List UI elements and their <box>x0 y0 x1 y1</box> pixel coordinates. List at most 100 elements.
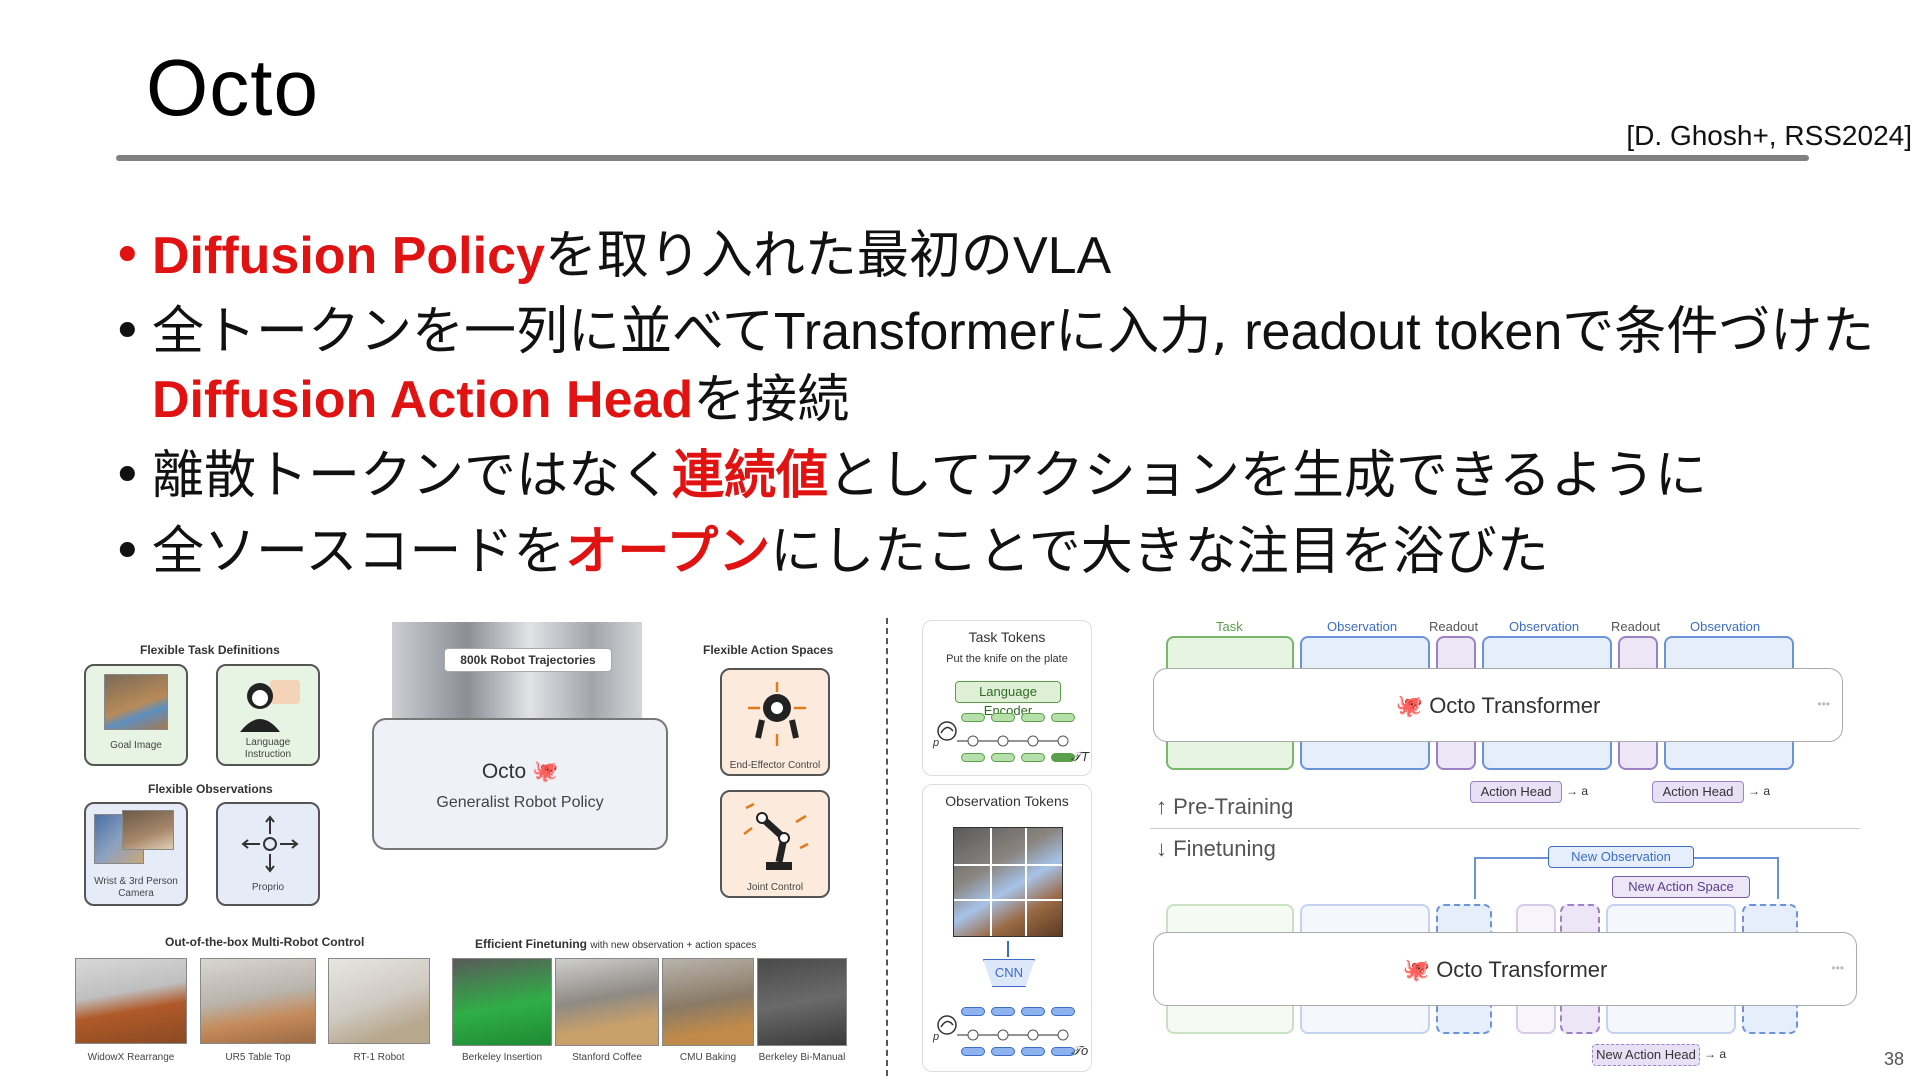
language-encoder-box: Language Encoder <box>955 681 1061 718</box>
cnn-box: CNN <box>983 959 1035 987</box>
robot-photo-ur5 <box>200 958 316 1044</box>
figure-divider <box>886 618 888 1076</box>
bullet-text: を取り入れた最初の <box>544 226 1013 286</box>
bullet-dot: • <box>112 446 143 506</box>
robot-label-3: RT-1 Robot <box>353 1052 405 1063</box>
col-label-observation-3: Observation <box>1690 619 1761 634</box>
action-output-2: → a <box>1748 784 1771 798</box>
task-tokens-box: Task Tokens Put the knife on the plate L… <box>922 620 1092 776</box>
trajectories-badge: 800k Robot Trajectories <box>444 648 612 672</box>
col-label-observation-1: Observation <box>1327 619 1398 634</box>
bullet-text: VLA <box>1012 227 1112 285</box>
obs-token <box>991 1007 1015 1016</box>
robot-label-1: WidowX Rearrange <box>87 1052 175 1063</box>
bullet-text: Transformer <box>773 303 1056 361</box>
gripper-icon <box>748 682 806 746</box>
wrist-camera-label-2: Camera <box>118 888 154 899</box>
connector-line <box>1777 857 1779 899</box>
obs-token-out <box>1051 1047 1075 1056</box>
new-action-space-box: New Action Space <box>1612 876 1750 898</box>
language-instruction-piece <box>216 664 320 766</box>
bullet-item: •離散トークンではなく連続値としてアクションを生成できるように <box>112 442 1892 510</box>
bullet-item: •全ソースコードをオープンにしたことで大きな注目を浴びた <box>112 518 1892 586</box>
connector-line <box>1474 857 1476 899</box>
bullet-text: にしたことで大きな注目を浴びた <box>770 522 1549 582</box>
end-effector-piece <box>720 668 830 776</box>
obs-token <box>1021 1007 1045 1016</box>
task-token-out <box>961 753 985 762</box>
robot-label-2: UR5 Table Top <box>225 1052 291 1063</box>
finetune-label-1: Berkeley Insertion <box>461 1052 543 1063</box>
wrist-camera-photo-2 <box>122 810 174 850</box>
tau-o-label: 𝒯o <box>1071 1043 1089 1058</box>
wrist-camera-piece <box>84 802 188 906</box>
task-token <box>991 713 1015 722</box>
patch-gridline <box>954 863 1062 866</box>
octo-subtitle: Generalist Robot Policy <box>436 794 604 811</box>
tau-t-label: 𝒯T <box>1071 749 1089 764</box>
multi-robot-title: Out-of-the-box Multi-Robot Control <box>165 935 365 949</box>
finetune-photo-bimanual <box>757 958 847 1046</box>
finetune-label-2: Stanford Coffee <box>572 1052 642 1063</box>
goal-image-label: Goal Image <box>110 740 162 751</box>
col-label-observation-2: Observation <box>1509 619 1580 634</box>
bullet-item: •全トークンを一列に並べてTransformerに入力, readout tok… <box>112 298 1892 434</box>
action-head-2: Action Head <box>1652 781 1744 803</box>
pre-training-label: ↑ Pre-Training <box>1156 794 1294 819</box>
bullet-item: •Diffusion Policyを取り入れた最初のVLA <box>112 222 1892 290</box>
octo-name: Octo 🐙 <box>481 760 559 783</box>
bullet-list: •Diffusion Policyを取り入れた最初のVLA•全トークンを一列に並… <box>112 222 1892 594</box>
obs-token-out <box>991 1047 1015 1056</box>
bullet-text: 全ソースコードを <box>152 522 566 582</box>
octo-transformer-finetune: 🐙 Octo Transformer ••• <box>1153 932 1857 1006</box>
ellipsis: ••• <box>1817 697 1830 711</box>
citation: [D. Ghosh+, RSS2024] <box>1626 120 1912 151</box>
new-action-head-box: New Action Head <box>1592 1044 1700 1066</box>
instruction-words: Put the knife on the plate <box>946 653 1068 665</box>
patch-gridline <box>954 899 1062 902</box>
bullet-text: に入力, <box>1055 302 1245 362</box>
col-label-readout-1: Readout <box>1429 619 1479 634</box>
highlighted-text: 連続値 <box>672 447 829 505</box>
bullet-text: 全トークンを一列に並べて <box>152 302 774 362</box>
finetune-label-4: Berkeley Bi-Manual <box>758 1052 846 1063</box>
bullet-text: で条件づけた <box>1562 302 1875 362</box>
person-speaking-icon <box>240 680 300 732</box>
end-effector-label: End-Effector Control <box>729 760 821 771</box>
action-head-1: Action Head <box>1470 781 1562 803</box>
proprio-piece <box>216 802 320 906</box>
finetune-label-3: CMU Baking <box>679 1052 737 1063</box>
p-label-task: p <box>933 737 940 749</box>
bullet-text: としてアクションを生成できるように <box>828 446 1707 506</box>
task-token-out <box>1051 753 1075 762</box>
col-label-task: Task <box>1216 619 1243 634</box>
flexible-task-definitions-label: Flexible Task Definitions <box>140 643 280 657</box>
task-token <box>961 713 985 722</box>
observation-tokens-box: Observation Tokens CNN p 𝒯o <box>922 784 1092 1072</box>
task-token <box>1021 713 1045 722</box>
connector-line <box>1694 857 1778 859</box>
joint-control-label: Joint Control <box>746 882 804 893</box>
slide-title: Octo <box>146 43 319 132</box>
positional-encoding-icon <box>937 1015 1069 1041</box>
connector-line <box>1474 857 1548 859</box>
octopus-icon: 🐙 <box>532 760 559 783</box>
bullet-text: 離散トークンではなく <box>152 446 673 506</box>
obs-token <box>961 1007 985 1016</box>
finetune-photo-insertion <box>452 958 552 1046</box>
col-label-readout-2: Readout <box>1611 619 1661 634</box>
new-observation-box: New Observation <box>1548 846 1694 868</box>
observation-tokens-title: Observation Tokens <box>945 793 1069 809</box>
wrist-camera-label-1: Wrist & 3rd Person <box>94 876 178 887</box>
transformer-name: 🐙 Octo Transformer <box>1395 693 1601 718</box>
page-number: 38 <box>1883 1049 1904 1069</box>
obs-token-out <box>961 1047 985 1056</box>
obs-token <box>1051 1007 1075 1016</box>
task-token-out <box>991 753 1015 762</box>
patch-gridline <box>1025 828 1028 936</box>
finetune-photo-coffee <box>555 958 659 1046</box>
finetune-photo-baking <box>662 958 754 1046</box>
joint-control-piece <box>720 790 830 898</box>
observation-image <box>953 827 1063 937</box>
positional-encoding-icon <box>937 721 1069 747</box>
